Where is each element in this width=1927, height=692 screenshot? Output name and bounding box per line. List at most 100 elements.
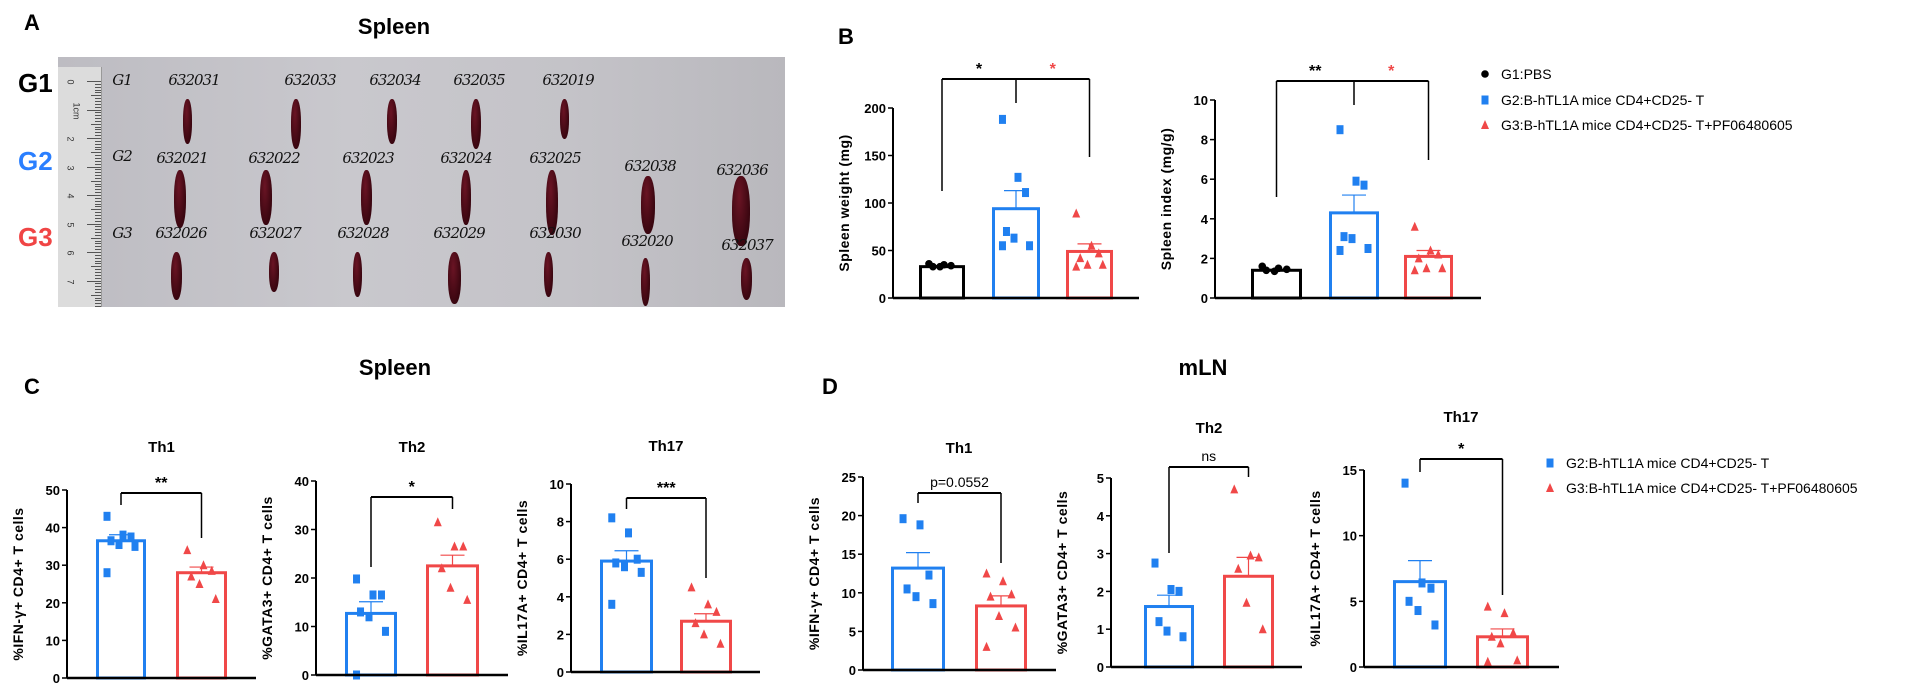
data-point [381,626,389,636]
data-point [353,574,361,584]
ruler-tick [95,214,101,216]
ruler-tick [95,183,101,185]
chart-title: Th1 [148,439,175,456]
legend-item: G1:PBS [1479,66,1552,82]
ruler-tick [95,120,101,122]
significance-label: ** [155,475,168,492]
ruler-tick [95,234,101,236]
bar [600,559,653,674]
data-point [365,612,373,622]
y-tick-label: 2 [1097,584,1104,599]
ruler-tick [95,306,101,307]
y-tick-label: 3 [1097,547,1104,562]
significance-label: p=0.0552 [930,474,989,490]
sample-id: 632029 [433,224,485,242]
ruler-tick [95,169,101,171]
row-tag: G2 [112,147,133,165]
data-point [1364,244,1372,253]
ruler-tick [95,92,101,94]
data-point [995,610,1003,620]
y-axis-label: %IFN-γ+ CD4+ T cells [806,497,822,650]
y-tick-label: 2 [1201,251,1208,266]
ruler-tick [95,118,101,120]
ruler-tick [95,217,101,219]
bar [992,207,1040,300]
data-point [1083,259,1092,269]
y-tick-label: 20 [842,509,856,524]
bar [891,566,945,672]
data-point [925,570,933,580]
group-label-g3: G3 [18,222,53,252]
circle-marker-icon [1479,68,1491,80]
y-tick-label: 15 [1343,463,1357,478]
data-point [1167,585,1175,595]
data-point [1483,601,1492,611]
sample-id: 632035 [453,71,505,89]
y-tick-label: 2 [557,627,564,642]
legend-label: G3:B-hTL1A mice CD4+CD25- T+PF06480605 [1566,480,1858,496]
bar [96,539,146,680]
data-point [199,560,208,570]
y-tick-label: 10 [46,633,60,648]
legend-marker [1546,483,1554,492]
sample-id: 632027 [249,224,301,242]
ruler-tick [95,140,101,142]
data-point [612,558,620,568]
data-point [1500,608,1509,618]
ruler-tick [87,223,101,225]
ruler-tick [95,197,101,199]
ruler-tick [95,83,101,85]
ruler-tick [95,89,101,91]
data-point [1087,240,1096,250]
y-tick-label: 4 [1201,212,1209,227]
data-point [916,520,924,530]
y-tick-label: 15 [842,547,856,562]
legend-label: G2:B-hTL1A mice CD4+CD25- T [1501,91,1705,108]
data-point [1014,172,1022,182]
ruler-tick [95,303,101,305]
data-point [1179,632,1187,642]
data-point [377,590,385,600]
bar [1251,268,1302,300]
spleen-sample [543,252,553,297]
y-tick-label: 0 [53,671,60,686]
ruler-tick [95,200,101,202]
data-point [1072,208,1081,218]
section-title-spleen-photo: Spleen [357,14,431,39]
y-tick-label: 6 [1201,172,1208,187]
ruler-tick [91,209,101,211]
data-point [608,513,616,523]
data-point [450,541,459,551]
data-point [1336,125,1344,135]
spleen-sample [291,99,301,149]
y-axis-label: %IL17A+ CD4+ T cells [514,500,530,656]
bar [176,571,227,680]
group-label-g1: G1 [18,68,53,98]
spleen-sample [352,252,362,297]
data-point [1336,245,1344,255]
data-point [1007,589,1016,599]
data-point [1094,248,1103,258]
ruler-tick [95,189,101,191]
data-point [1427,583,1435,593]
y-tick-label: 10 [1194,93,1208,108]
ruler-tick [95,98,101,100]
data-point [1155,617,1163,627]
sample-id: 632037 [721,236,773,254]
data-point [998,241,1006,251]
data-point [1410,265,1419,275]
ruler-tick [95,283,101,285]
data-point [1026,241,1034,251]
significance-label: * [976,61,983,78]
y-tick-label: 1 [1097,622,1104,637]
significance-label: * [1388,63,1395,80]
data-point [1254,552,1263,562]
spleen-sample [360,170,372,225]
ruler-tick [95,226,101,228]
data-point [1011,622,1020,632]
data-point [982,641,991,651]
ruler-tick [95,143,101,145]
data-point [459,541,468,551]
